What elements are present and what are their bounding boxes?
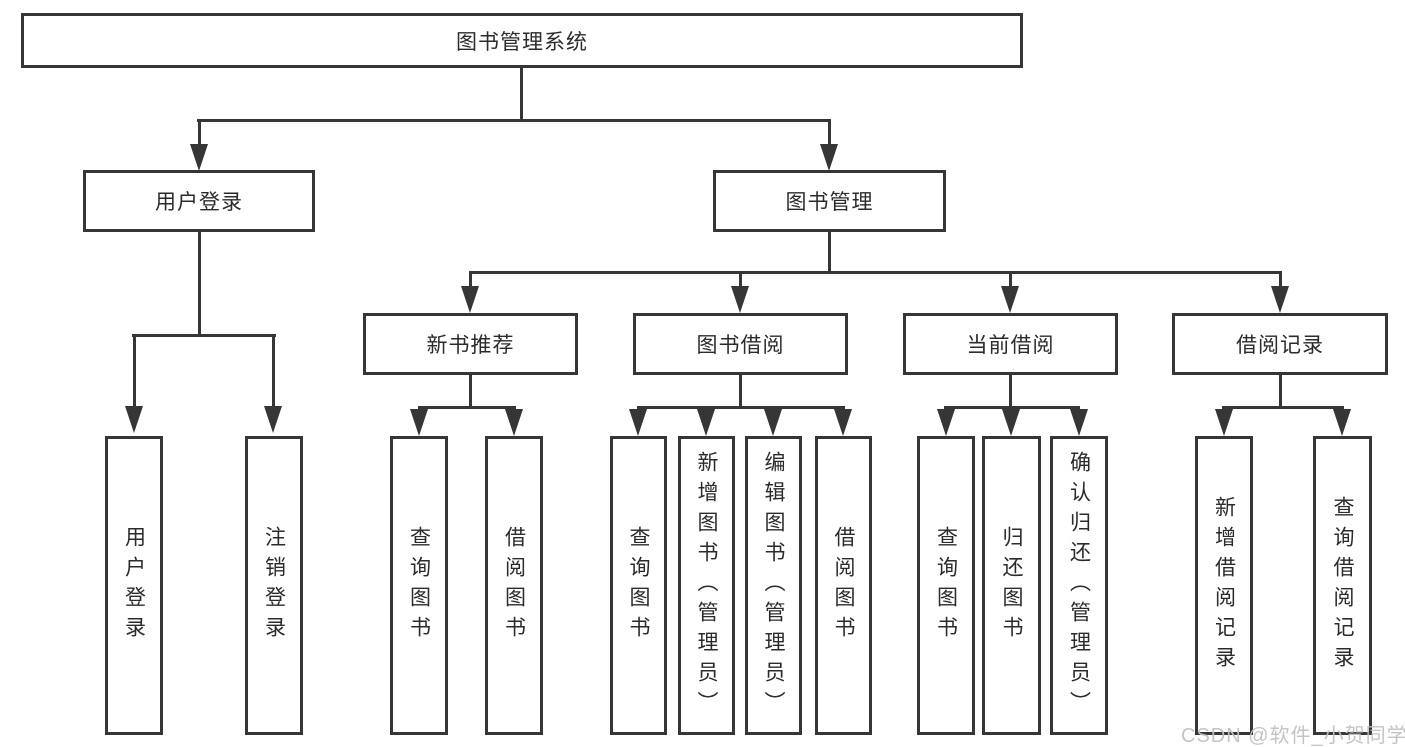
node-borrow-records: 借阅记录 <box>1172 313 1388 375</box>
node-root: 图书管理系统 <box>21 13 1023 68</box>
leaf-bb-edit-books-admin: 编辑图书（管理员） <box>745 436 802 735</box>
connector-new-rec-stem <box>469 375 472 408</box>
arrow-new-rec <box>461 286 479 313</box>
arrow-rec-borrow <box>505 409 523 436</box>
connector-root-rail <box>197 119 831 122</box>
leaf-bb-query-books: 查询图书 <box>610 436 667 735</box>
node-book-mgmt-label: 图书管理 <box>785 191 874 214</box>
node-current-borrow: 当前借阅 <box>903 313 1118 375</box>
node-user-login-label: 用户登录 <box>155 191 243 214</box>
connector-book-mgmt-stem <box>828 232 831 274</box>
connector-book-mgmt-rail <box>469 271 1282 274</box>
arrow-cb-confirm <box>1070 409 1088 436</box>
leaf-bb-edit-books-admin-label: 编辑图书（管理员） <box>762 450 785 721</box>
leaf-rec-borrow-books: 借阅图书 <box>485 436 543 735</box>
arrow-cur-borrow <box>1001 286 1019 313</box>
connector-book-borrow-rail <box>637 406 845 409</box>
leaf-bb-add-books-admin-label: 新增图书（管理员） <box>695 450 718 721</box>
connector-cur-borrow-stem <box>1009 375 1012 408</box>
leaf-cb-query-books: 查询图书 <box>917 436 975 735</box>
node-book-borrow: 图书借阅 <box>633 313 848 375</box>
arrow-book-borrow <box>731 286 749 313</box>
connector-book-mgmt-drop <box>828 119 831 146</box>
arrow-bb-edit <box>764 409 782 436</box>
node-root-label: 图书管理系统 <box>456 30 588 54</box>
arrow-leaf-logout <box>264 406 282 433</box>
leaf-logout: 注销登录 <box>245 436 303 735</box>
leaf-cb-confirm-return-admin: 确认归还（管理员） <box>1050 436 1108 735</box>
node-book-borrow-label: 图书借阅 <box>696 334 785 357</box>
connector-borrow-rec-rail <box>1222 406 1344 409</box>
connector-leaf-logout-drop <box>272 334 275 408</box>
leaf-bb-borrow-books-label: 借阅图书 <box>832 525 855 646</box>
leaf-bb-add-books-admin: 新增图书（管理员） <box>678 436 735 735</box>
arrow-leaf-login <box>125 406 143 433</box>
node-current-borrow-label: 当前借阅 <box>966 334 1055 357</box>
connector-user-login-stem <box>198 232 201 336</box>
leaf-rec-query-books-label: 查询图书 <box>407 525 431 646</box>
leaf-cb-return-books: 归还图书 <box>982 436 1041 735</box>
leaf-logout-label: 注销登录 <box>262 525 286 646</box>
leaf-bb-borrow-books: 借阅图书 <box>815 436 872 735</box>
connector-new-rec-rail <box>418 406 516 409</box>
leaf-bb-query-books-label: 查询图书 <box>627 525 650 646</box>
leaf-br-query-record: 查询借阅记录 <box>1313 436 1372 735</box>
leaf-br-add-record-label: 新增借阅记录 <box>1212 495 1236 676</box>
csdn-watermark: CSDN @软件_小贺同学 <box>1181 725 1405 747</box>
arrow-bb-borrow <box>834 409 852 436</box>
connector-root-stem <box>520 68 523 120</box>
connector-book-borrow-stem <box>739 375 742 408</box>
connector-new-rec-drop <box>469 271 472 287</box>
leaf-user-login: 用户登录 <box>105 436 163 735</box>
leaf-br-add-record: 新增借阅记录 <box>1195 436 1253 735</box>
node-borrow-records-label: 借阅记录 <box>1236 334 1324 357</box>
leaf-cb-confirm-return-admin-label: 确认归还（管理员） <box>1067 450 1091 721</box>
connector-leaf-login-drop <box>133 334 136 408</box>
node-new-book-rec: 新书推荐 <box>363 313 578 375</box>
connector-borrow-rec-drop <box>1279 271 1282 287</box>
arrow-user-login <box>190 144 208 171</box>
connector-user-login-drop <box>198 119 201 146</box>
leaf-rec-borrow-books-label: 借阅图书 <box>502 525 526 646</box>
connector-cur-borrow-drop <box>1009 271 1012 287</box>
arrow-br-query <box>1333 409 1351 436</box>
connector-user-login-rail <box>132 334 276 337</box>
arrow-cb-query <box>937 409 955 436</box>
leaf-cb-query-books-label: 查询图书 <box>934 525 958 646</box>
arrow-book-mgmt <box>820 144 838 171</box>
arrow-bb-add <box>697 409 715 436</box>
leaf-rec-query-books: 查询图书 <box>390 436 448 735</box>
arrow-bb-query <box>629 409 647 436</box>
connector-borrow-rec-stem <box>1279 375 1282 408</box>
arrow-br-add <box>1215 409 1233 436</box>
leaf-br-query-record-label: 查询借阅记录 <box>1331 495 1354 676</box>
node-book-mgmt: 图书管理 <box>713 170 946 232</box>
node-new-book-rec-label: 新书推荐 <box>426 334 515 357</box>
connector-cur-borrow-rail <box>944 406 1080 409</box>
arrow-borrow-rec <box>1271 286 1289 313</box>
arrow-cb-return <box>1002 409 1020 436</box>
connector-book-borrow-drop <box>739 271 742 287</box>
node-user-login: 用户登录 <box>83 170 315 232</box>
leaf-cb-return-books-label: 归还图书 <box>1000 525 1023 646</box>
arrow-rec-query <box>410 409 428 436</box>
leaf-user-login-label: 用户登录 <box>122 525 146 646</box>
